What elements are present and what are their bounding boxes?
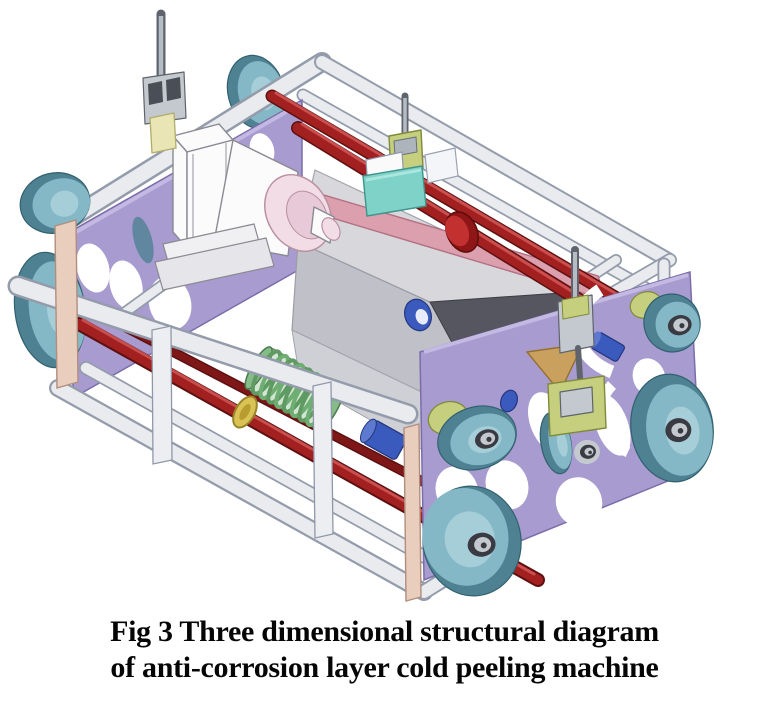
- front-post-left: [54, 219, 79, 389]
- wheel-bottom-front: [422, 485, 522, 597]
- wheel-right-inner: [427, 400, 517, 471]
- blue-bearing-bottom: [359, 418, 408, 460]
- adjuster-screw-top-left: [142, 9, 187, 154]
- wheel-right-upper: [629, 291, 701, 353]
- blue-ring-top: [404, 298, 432, 332]
- tan-bracket: [525, 343, 585, 394]
- blue-stud-small: [499, 389, 519, 413]
- front-post-mid2: [312, 381, 334, 539]
- caption-line-1: Fig 3 Three dimensional structural diagr…: [110, 615, 659, 648]
- motor-assembly: [154, 123, 341, 291]
- shaft-roller-disc: [445, 211, 479, 253]
- frame-front: [7, 219, 422, 602]
- front-post-mid1: [151, 325, 173, 465]
- front-post-right: [403, 423, 422, 602]
- figure-caption: Fig 3 Three dimensional structural diagr…: [0, 614, 769, 686]
- adjuster-screw-right: [547, 246, 607, 437]
- upper-shaft-back: [265, 89, 675, 335]
- washer-metal: [574, 439, 600, 465]
- yellow-collar: [232, 395, 258, 429]
- caption-line-2: of anti-corrosion layer cold peeling mac…: [110, 651, 659, 684]
- machine-diagram: [7, 9, 714, 602]
- motor-base-lower: [154, 237, 275, 291]
- clamp-foot: [149, 112, 177, 154]
- motor-box-side: [172, 135, 188, 249]
- wheel-left-upper: [19, 172, 91, 234]
- wheel-right-big: [630, 373, 714, 483]
- teal-block: [362, 165, 427, 217]
